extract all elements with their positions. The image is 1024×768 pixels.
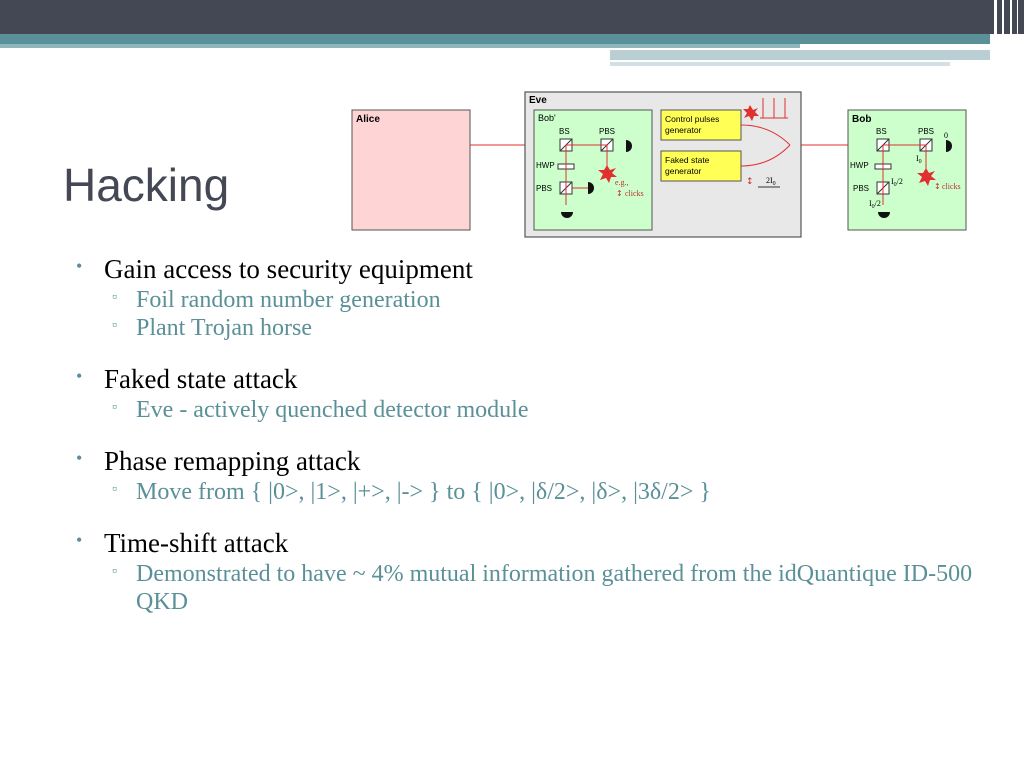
sub-bullet-icon: ▫ xyxy=(112,318,117,333)
sub-bullet-icon: ▫ xyxy=(112,564,117,579)
bullet-item: • Faked state attack ▫ Eve - actively qu… xyxy=(76,362,976,424)
sub-bullet-icon: ▫ xyxy=(112,400,117,415)
beam-line xyxy=(740,124,791,146)
bullet-list: • Gain access to security equipment ▫ Fo… xyxy=(76,252,976,636)
detector-icon xyxy=(561,212,573,218)
alice-label: Alice xyxy=(356,114,380,125)
bob-label: Bob xyxy=(852,114,871,125)
zero-label: 0 xyxy=(944,131,948,140)
sub-bullet-item: ▫ Foil random number generation xyxy=(104,286,976,314)
sub-bullet-item: ▫ Plant Trojan horse xyxy=(104,314,976,342)
sub-bullet-text: Move from { |0>, |1>, |+>, |-> } to { |0… xyxy=(136,479,711,505)
header-accent xyxy=(0,34,990,44)
bullet-icon: • xyxy=(76,366,83,386)
flash-icon xyxy=(598,165,617,183)
eve-label: Eve xyxy=(529,95,547,106)
control-pulses-line1: Control pulses xyxy=(665,114,719,124)
pbs-label: PBS xyxy=(853,184,869,193)
sub-bullet-icon: ▫ xyxy=(112,290,117,305)
header-stripe xyxy=(1010,0,1012,70)
header-stripe xyxy=(1017,0,1018,70)
header-bar xyxy=(0,0,1024,34)
sub-bullet-icon: ▫ xyxy=(112,482,117,497)
sub-bullet-text: Eve - actively quenched detector module xyxy=(136,397,529,423)
bs-label: BS xyxy=(559,127,570,136)
header-stripe xyxy=(1002,0,1004,70)
alice-box xyxy=(351,109,471,231)
bullet-icon: • xyxy=(76,256,83,276)
sub-bullet-item: ▫ Move from { |0>, |1>, |+>, |-> } to { … xyxy=(104,478,976,506)
control-pulses-line2: generator xyxy=(665,125,702,135)
header-stripe xyxy=(994,0,997,70)
i0-half-label: I0/2 xyxy=(869,199,881,210)
bullet-text: Time-shift attack xyxy=(104,528,289,558)
bullet-item: • Time-shift attack ▫ Demonstrated to ha… xyxy=(76,526,976,616)
hwp-label: HWP xyxy=(536,161,555,170)
flash-icon xyxy=(917,168,936,186)
eg-label: e.g., xyxy=(615,178,629,187)
bob-prime-box xyxy=(533,109,653,231)
bullet-item: • Gain access to security equipment ▫ Fo… xyxy=(76,252,976,342)
sub-bullet-item: ▫ Demonstrated to have ~ 4% mutual infor… xyxy=(104,560,976,616)
header-accent-line-2 xyxy=(610,62,950,66)
pbs-label: PBS xyxy=(918,127,934,136)
bullet-text: Faked state attack xyxy=(104,364,298,394)
bob-box xyxy=(847,109,967,231)
sub-bullet-text: Foil random number generation xyxy=(136,287,441,313)
flash-icon xyxy=(743,105,759,121)
i0-half-label: I0/2 xyxy=(891,177,903,188)
bullet-text: Phase remapping attack xyxy=(104,446,361,476)
header-accent-line xyxy=(0,44,800,48)
i0-label: I0 xyxy=(916,154,922,165)
pbs-label: PBS xyxy=(599,127,615,136)
header-accent-block xyxy=(610,50,990,60)
up-down-arrow-icon: ↕ xyxy=(934,182,941,191)
hwp-label: HWP xyxy=(850,161,869,170)
clicks-label: clicks xyxy=(942,182,961,191)
sub-bullet-text: Plant Trojan horse xyxy=(136,315,313,341)
bs-label: BS xyxy=(876,127,887,136)
sub-bullet-item: ▫ Eve - actively quenched detector modul… xyxy=(104,396,976,424)
two-i0-label: 2I0 xyxy=(766,176,776,187)
sub-bullet-text: Demonstrated to have ~ 4% mutual informa… xyxy=(136,561,973,615)
detector-icon xyxy=(878,212,890,218)
faked-state-line2: generator xyxy=(665,166,702,176)
bullet-icon: • xyxy=(76,448,83,468)
detector-icon xyxy=(946,140,952,152)
bullet-text: Gain access to security equipment xyxy=(104,254,473,284)
clicks-label: clicks xyxy=(625,189,644,198)
detector-icon xyxy=(626,140,632,152)
up-down-arrow-icon: ↕ xyxy=(746,177,754,187)
faked-state-line1: Faked state xyxy=(665,155,710,165)
slide-title: Hacking xyxy=(63,159,230,211)
hacking-diagram: Alice Eve Bob' BS PBS HWP PBS e.g., clic… xyxy=(351,91,967,238)
bullet-icon: • xyxy=(76,530,83,550)
beam-line xyxy=(740,144,791,167)
bob-prime-label: Bob' xyxy=(538,113,556,123)
detector-icon xyxy=(588,182,594,194)
bullet-item: • Phase remapping attack ▫ Move from { |… xyxy=(76,444,976,506)
pbs-label: PBS xyxy=(536,184,552,193)
up-down-arrow-icon: ↕ xyxy=(616,189,623,198)
